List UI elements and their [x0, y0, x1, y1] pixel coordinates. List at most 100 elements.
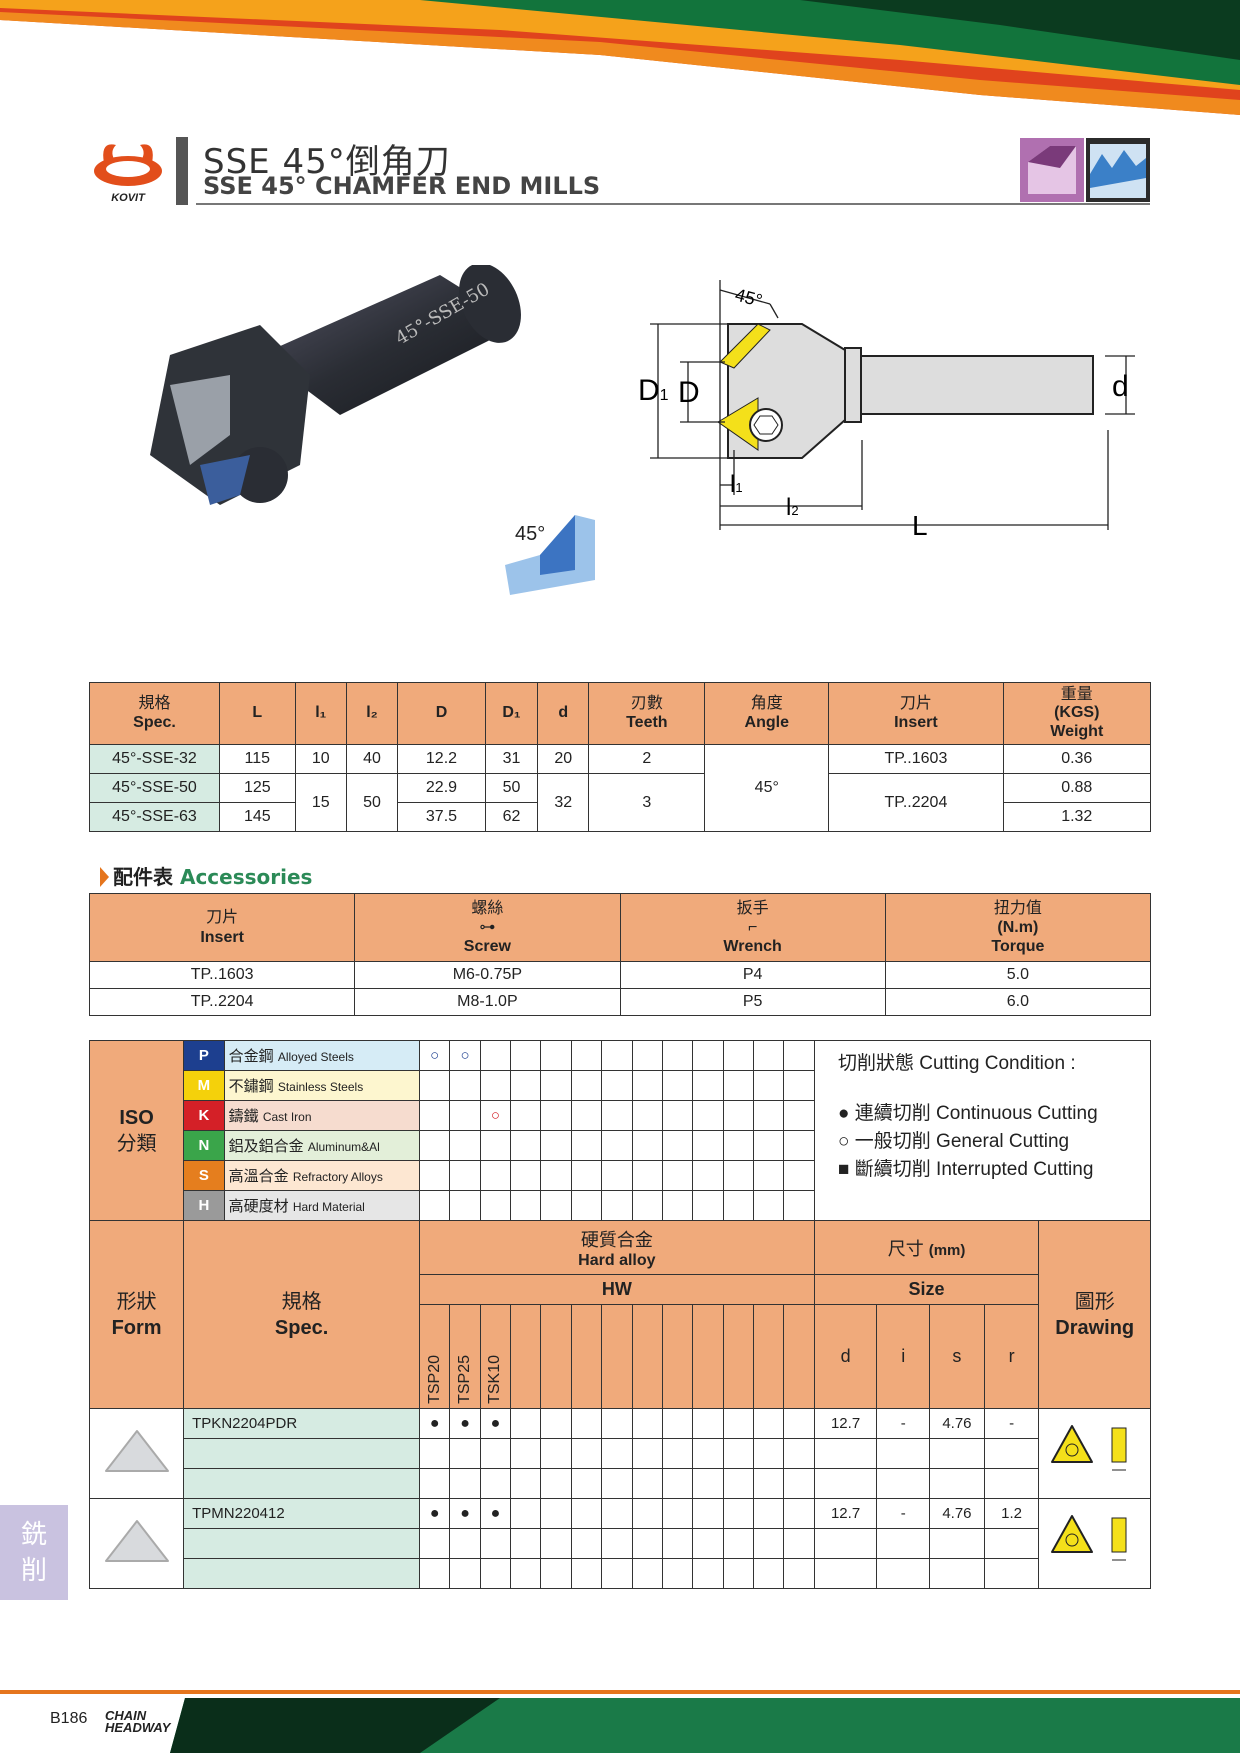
- side-tab-milling: 銑削: [0, 1505, 68, 1600]
- col-hw: HW: [419, 1274, 815, 1305]
- mark-cell: [752, 1468, 785, 1499]
- mark-cell: [692, 1498, 724, 1529]
- grade-col: [601, 1304, 633, 1409]
- mark-cell: [510, 1438, 542, 1469]
- mark-cell: [540, 1438, 572, 1469]
- mark-cell: [540, 1528, 572, 1559]
- insert-photo: [88, 1498, 185, 1589]
- iso-material: 鑄鐵 Cast Iron: [223, 1100, 421, 1131]
- cell-spec: 45°-SSE-63: [89, 802, 220, 832]
- insert-spec: [183, 1558, 421, 1589]
- mark-cell: [722, 1130, 754, 1161]
- product-photo: 45°-SSE-50: [150, 265, 521, 505]
- mark-cell: [601, 1468, 633, 1499]
- mark-cell: [692, 1438, 724, 1469]
- cell: 12.2: [397, 744, 486, 774]
- mark-cell: [570, 1070, 603, 1101]
- mark-cell: [752, 1438, 785, 1469]
- mark-cell: ●: [419, 1498, 451, 1529]
- mark-cell: [540, 1160, 572, 1191]
- footer-band: [0, 1690, 1240, 1753]
- dim-angle: 45°: [733, 285, 764, 311]
- col-weight: 重量(KGS)Weight: [1002, 682, 1152, 745]
- size-cell: 4.76: [929, 1408, 985, 1439]
- mark-cell: [570, 1160, 603, 1191]
- col-size: Size: [813, 1274, 1040, 1305]
- mark-cell: [661, 1040, 694, 1071]
- mark-cell: [510, 1070, 542, 1101]
- page-title-zh: SSE 45°倒角刀: [203, 142, 451, 182]
- mark-cell: [601, 1130, 633, 1161]
- mark-cell: [570, 1558, 603, 1589]
- cell: 125: [219, 773, 296, 803]
- insert-row: [90, 1558, 1151, 1589]
- mark-cell: [510, 1558, 542, 1589]
- mark-cell: [692, 1100, 724, 1131]
- size-cell: [983, 1528, 1040, 1559]
- mark-cell: [722, 1468, 754, 1499]
- mark-cell: [692, 1468, 724, 1499]
- insert-spec: [183, 1528, 421, 1559]
- size-cell: [876, 1528, 931, 1559]
- cutting-condition-legend: 切削狀態 Cutting Condition : ● 連續切削 Continuo…: [838, 1050, 1098, 1184]
- mark-cell: [752, 1040, 785, 1071]
- grade-col: TSP20: [419, 1304, 451, 1409]
- legend-interrupted: ■ 斷續切削 Interrupted Cutting: [838, 1159, 1094, 1180]
- iso-letter: M: [183, 1070, 225, 1101]
- mark-cell: [510, 1498, 542, 1529]
- mark-cell: [449, 1190, 481, 1221]
- insert-photo: [88, 1408, 185, 1499]
- mark-cell: [722, 1438, 754, 1469]
- mark-cell: [449, 1130, 481, 1161]
- insert-spec: [183, 1438, 421, 1469]
- mark-cell: [540, 1498, 572, 1529]
- mark-cell: ●: [449, 1498, 481, 1529]
- mark-cell: [479, 1190, 512, 1221]
- cell: TP..1603: [828, 744, 1004, 774]
- cell: 32: [537, 773, 590, 832]
- mark-cell: [449, 1438, 481, 1469]
- insert-spec: [183, 1468, 421, 1499]
- mark-cell: [479, 1468, 512, 1499]
- size-cell: [813, 1528, 878, 1559]
- mark-cell: [783, 1190, 815, 1221]
- iso-material: 高硬度材 Hard Material: [223, 1190, 421, 1221]
- screw-icon: ⊶: [479, 918, 496, 936]
- mark-cell: [783, 1528, 815, 1559]
- mark-cell: [570, 1190, 603, 1221]
- mark-cell: [692, 1408, 724, 1439]
- cell: 50: [484, 773, 539, 803]
- mark-cell: [570, 1040, 603, 1071]
- size-cell: [929, 1558, 985, 1589]
- cutting-title: 切削狀態 Cutting Condition :: [838, 1053, 1076, 1074]
- mark-cell: [510, 1100, 542, 1131]
- mark-cell: [601, 1528, 633, 1559]
- size-col-r: r: [983, 1304, 1040, 1409]
- mark-cell: [631, 1528, 663, 1559]
- mark-cell: [510, 1408, 542, 1439]
- mark-cell: [783, 1558, 815, 1589]
- insert-drawing: [1038, 1498, 1151, 1589]
- size-cell: [813, 1438, 878, 1469]
- mark-cell: [631, 1468, 663, 1499]
- mark-cell: [661, 1130, 694, 1161]
- logo-text: KOVIT: [111, 192, 146, 204]
- mark-cell: [692, 1070, 724, 1101]
- cell: 2: [588, 744, 706, 774]
- iso-material: 不鏽鋼 Stainless Steels: [223, 1070, 421, 1101]
- size-cell: 12.7: [813, 1498, 878, 1529]
- mark-cell: [631, 1438, 663, 1469]
